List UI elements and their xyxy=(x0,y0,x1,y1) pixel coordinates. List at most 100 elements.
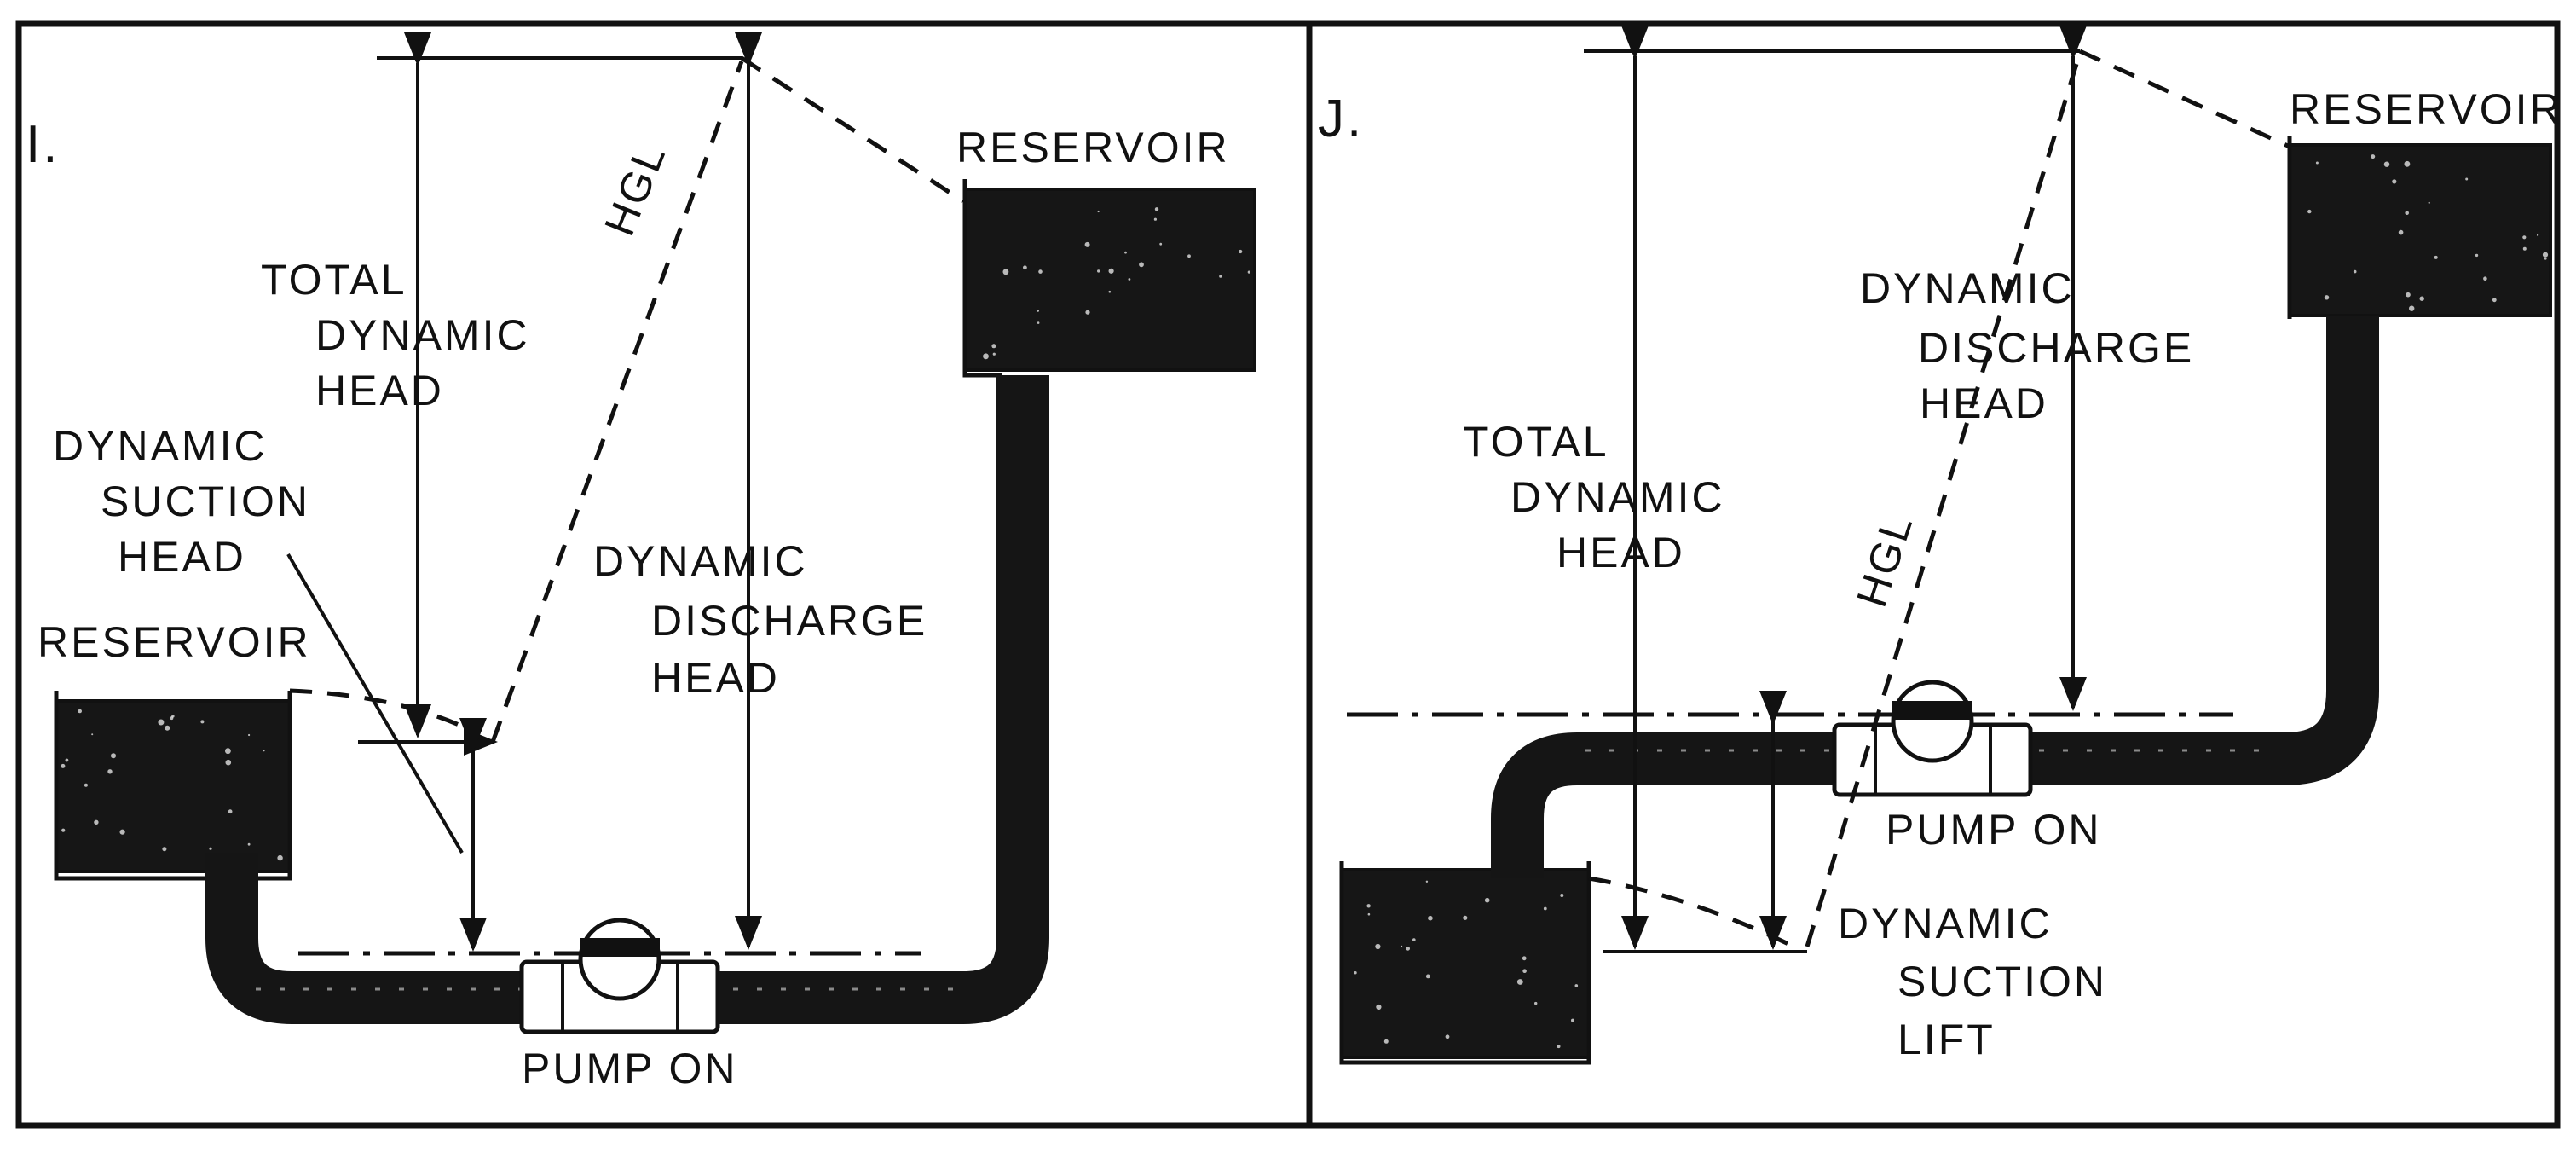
water-speck xyxy=(2434,255,2438,259)
right-ddh-line2: DISCHARGE xyxy=(1918,324,2194,372)
water-speck xyxy=(1239,249,1243,254)
water-speck xyxy=(1463,915,1468,920)
water-speck xyxy=(2392,179,2397,184)
water-speck xyxy=(65,758,69,762)
water-speck xyxy=(84,783,88,787)
water-speck xyxy=(2465,177,2469,181)
panel-left: I. RESERVOIR RESERVOIR PUMP ON xyxy=(26,32,1256,1092)
water-speck xyxy=(2307,209,2312,214)
water-speck xyxy=(2404,160,2411,167)
water-speck xyxy=(1406,947,1410,951)
water-speck xyxy=(2409,305,2415,311)
water-speck xyxy=(111,753,116,759)
right-hgl-label: HGL xyxy=(1847,507,1922,613)
right-pump: PUMP ON xyxy=(1832,680,2101,854)
water-speck xyxy=(1367,912,1371,916)
right-tdh-line3: HEAD xyxy=(1557,529,1685,576)
water-speck xyxy=(2315,161,2319,165)
right-upper-reservoir-water xyxy=(2288,143,2552,317)
water-speck xyxy=(2324,295,2330,300)
water-speck xyxy=(1084,241,1090,247)
water-speck xyxy=(2353,269,2357,274)
water-speck xyxy=(1445,1034,1450,1039)
water-speck xyxy=(1037,310,1039,312)
water-speck xyxy=(1412,938,1416,941)
right-pump-motor-band xyxy=(1892,701,1972,720)
water-speck xyxy=(1108,290,1112,293)
water-speck xyxy=(2522,246,2527,251)
left-ddh-line3: HEAD xyxy=(651,654,780,702)
left-tdh-line2: DYNAMIC xyxy=(315,311,530,359)
left-tdh-line3: HEAD xyxy=(315,367,444,414)
right-ddh-line1: DYNAMIC xyxy=(1860,264,2075,312)
water-speck xyxy=(1574,984,1579,987)
water-speck xyxy=(1560,894,1564,897)
left-dsh-line1: DYNAMIC xyxy=(53,422,268,470)
water-speck xyxy=(162,847,167,852)
left-upper-reservoir-wall xyxy=(962,179,1002,378)
right-dsl-line1: DYNAMIC xyxy=(1838,900,2053,947)
right-tdh-line1: TOTAL xyxy=(1463,418,1609,466)
water-speck xyxy=(1571,1018,1574,1022)
left-upper-reservoir-water xyxy=(963,188,1256,372)
left-upper-reservoir-label: RESERVOIR xyxy=(956,124,1230,171)
water-speck xyxy=(1038,269,1043,274)
water-speck xyxy=(263,750,265,752)
water-speck xyxy=(992,352,996,356)
water-speck xyxy=(1354,971,1357,975)
water-speck xyxy=(200,720,205,724)
water-speck xyxy=(209,847,212,850)
left-hgl-rise xyxy=(490,61,744,743)
water-speck xyxy=(1557,1045,1561,1049)
left-lower-reservoir-label: RESERVOIR xyxy=(38,618,311,666)
right-upper-reservoir: RESERVOIR xyxy=(2287,85,2563,319)
water-speck xyxy=(1522,956,1527,961)
right-lower-reservoir-water xyxy=(1340,868,1591,1059)
right-pump-impeller xyxy=(1891,680,1974,763)
water-speck xyxy=(1425,880,1429,883)
water-speck xyxy=(107,769,113,774)
left-lower-reservoir: RESERVOIR xyxy=(38,618,311,881)
water-speck xyxy=(2406,292,2411,298)
water-speck xyxy=(2405,211,2409,215)
water-speck xyxy=(277,854,283,861)
water-speck xyxy=(1543,906,1547,911)
water-speck xyxy=(158,719,165,726)
water-speck xyxy=(2537,234,2539,236)
water-speck xyxy=(1154,207,1159,211)
right-pump-label: PUMP ON xyxy=(1886,806,2101,854)
water-speck xyxy=(1484,897,1490,903)
water-speck xyxy=(1522,969,1527,973)
water-speck xyxy=(91,733,94,736)
water-speck xyxy=(2419,296,2424,301)
left-pump-impeller xyxy=(578,918,661,1001)
left-pump: PUMP ON xyxy=(519,918,735,1092)
water-speck xyxy=(1219,275,1222,278)
water-speck xyxy=(61,828,66,832)
left-pipe xyxy=(205,375,1049,1024)
water-speck xyxy=(1159,242,1163,246)
water-speck xyxy=(1153,217,1157,221)
left-hgl-label: HGL xyxy=(595,136,675,242)
panel-left-label: I. xyxy=(26,115,60,174)
water-speck xyxy=(1085,310,1090,315)
water-speck xyxy=(61,763,66,768)
right-upper-reservoir-label: RESERVOIR xyxy=(2290,85,2563,133)
water-speck xyxy=(228,809,233,814)
water-speck xyxy=(165,725,170,731)
water-speck xyxy=(1428,915,1433,921)
water-speck xyxy=(2483,276,2487,281)
panel-right-label: J. xyxy=(1318,90,1364,148)
water-speck xyxy=(1366,904,1371,908)
water-speck xyxy=(1383,1039,1389,1044)
water-speck xyxy=(1097,269,1100,273)
right-lower-reservoir xyxy=(1339,861,1591,1065)
left-lower-reservoir-wall xyxy=(54,691,292,881)
right-tdh-line2: DYNAMIC xyxy=(1510,473,1725,521)
water-speck xyxy=(119,829,125,835)
water-speck xyxy=(1128,278,1131,281)
left-lower-reservoir-water xyxy=(55,699,292,873)
left-hgl-suction xyxy=(289,688,479,736)
right-hgl-to-reservoir xyxy=(2078,49,2291,149)
